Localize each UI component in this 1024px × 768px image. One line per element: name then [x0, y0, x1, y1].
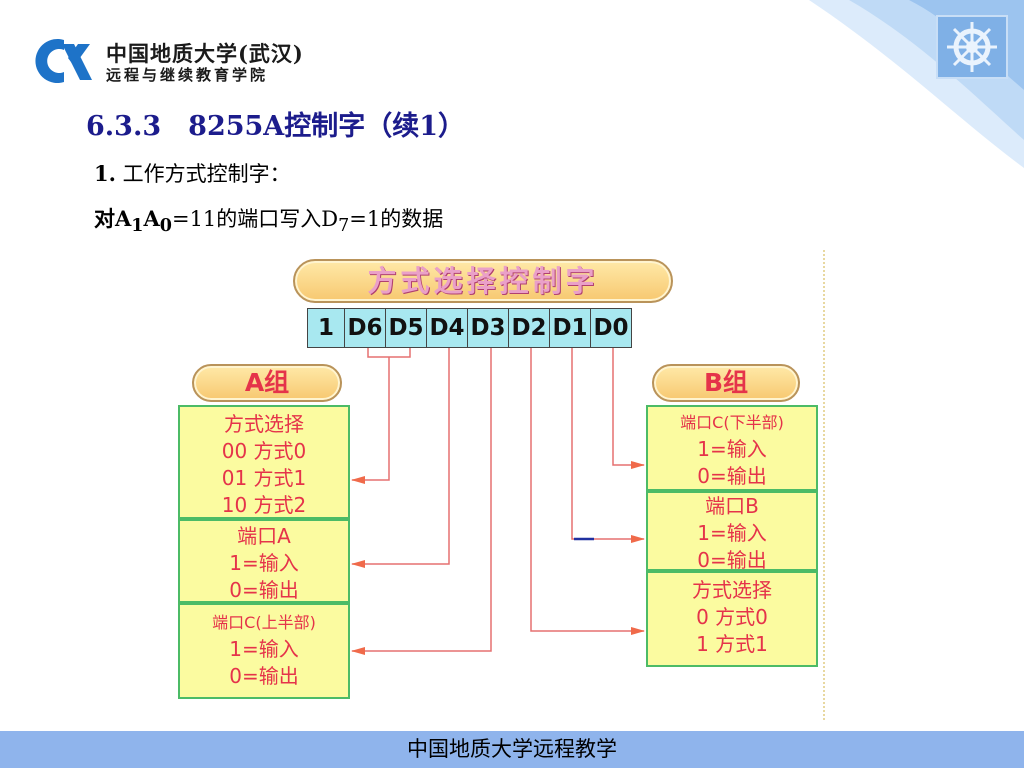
section-heading: 1. 工作方式控制字： [94, 158, 291, 188]
group-b-port-c-lower-box: 端口C(下半部) 1=输入 0=输出 [646, 405, 818, 491]
logo-mark-icon [35, 39, 92, 83]
corner-decoration [809, 0, 1024, 168]
desc-sub-3: 7 [338, 216, 350, 237]
box-line: 0 方式0 [696, 605, 768, 629]
gear-emblem-icon [936, 15, 1008, 79]
box-line: 0=输出 [697, 464, 767, 488]
bit-cell: D2 [508, 308, 550, 348]
desc-sub-2: 0 [159, 216, 172, 237]
box-line: 0=输出 [697, 548, 767, 572]
box-title: 端口B [705, 494, 759, 518]
box-line: 1=输入 [697, 437, 767, 461]
group-b-port-b-box: 端口B 1=输入 0=输出 [646, 491, 818, 572]
bit-cell: D4 [426, 308, 468, 348]
mode-control-word-label: 方式选择控制字 [293, 259, 673, 303]
group-b-label: B组 [652, 364, 800, 402]
box-title: 方式选择 [692, 578, 772, 602]
desc-part-3: =11的端口写入D [171, 207, 339, 231]
box-line: 00 方式0 [221, 439, 307, 463]
group-a-mode-box: 方式选择 00 方式0 01 方式1 10 方式2 [178, 405, 350, 519]
bit-cell: D5 [385, 308, 427, 348]
section-heading-text: 工作方式控制字： [122, 162, 291, 186]
box-line: 1=输入 [229, 637, 299, 661]
description-line: 对A1A0=11的端口写入D7=1的数据 [94, 203, 443, 236]
desc-sub-1: 1 [131, 216, 144, 237]
box-title: 端口C(下半部) [680, 413, 784, 432]
group-b-mode-box: 方式选择 0 方式0 1 方式1 [646, 571, 818, 667]
control-word-bits: 1 D6 D5 D4 D3 D2 D1 D0 [307, 308, 632, 348]
box-title: 端口C(上半部) [212, 613, 316, 632]
box-title: 方式选择 [224, 412, 304, 436]
box-line: 1 方式1 [696, 632, 768, 656]
group-a-port-c-upper-box: 端口C(上半部) 1=输入 0=输出 [178, 603, 350, 699]
bit-cell: D0 [590, 308, 632, 348]
box-line: 0=输出 [229, 664, 299, 688]
bit-cell: D1 [549, 308, 591, 348]
desc-part-1: 对A [94, 206, 132, 231]
bit-cell: D6 [344, 308, 386, 348]
box-line: 10 方式2 [221, 493, 307, 517]
group-a-label: A组 [192, 364, 342, 402]
box-line: 0=输出 [229, 578, 299, 602]
page-title: 6.3.3 8255A控制字（续1） [86, 111, 466, 142]
desc-part-4: =1的数据 [349, 207, 444, 231]
university-logo: 中国地质大学(武汉) 远程与继续教育学院 [34, 36, 334, 88]
footer-banner: 中国地质大学远程教学 [0, 731, 1024, 768]
group-a-port-a-box: 端口A 1=输入 0=输出 [178, 519, 350, 603]
dotted-divider [823, 250, 825, 720]
logo-subtitle: 远程与继续教育学院 [106, 66, 269, 84]
bit-cell: D3 [467, 308, 509, 348]
box-line: 1=输入 [697, 521, 767, 545]
box-line: 1=输入 [229, 551, 299, 575]
logo-title: 中国地质大学(武汉) [106, 41, 304, 66]
bit-cell: 1 [307, 308, 345, 348]
box-line: 01 方式1 [221, 466, 307, 490]
box-title: 端口A [237, 524, 291, 548]
section-number: 1. [94, 161, 116, 186]
desc-part-2: A [143, 206, 160, 231]
